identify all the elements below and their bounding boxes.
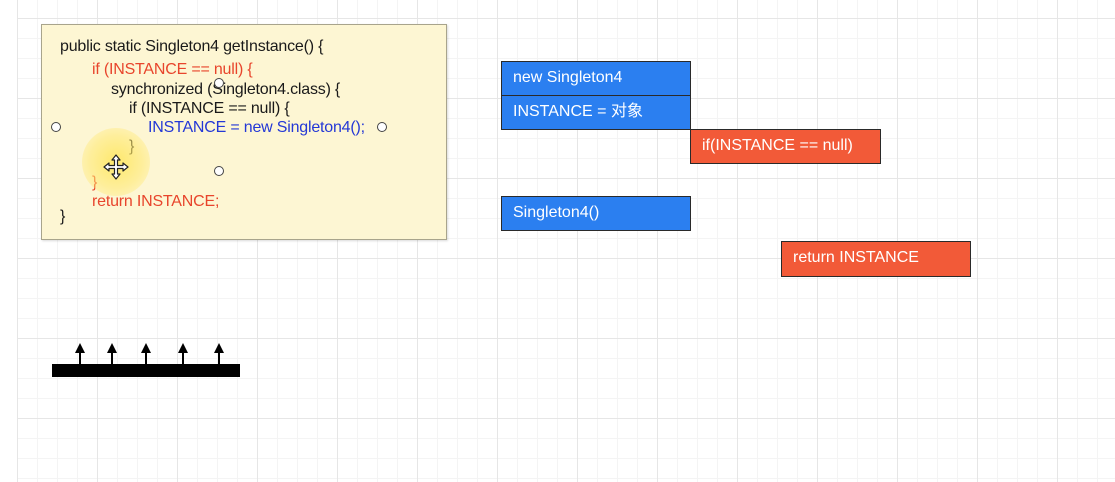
thread-base-bar — [52, 364, 240, 377]
arrow-up-icon — [214, 343, 224, 364]
resize-handle-left[interactable] — [51, 122, 61, 132]
canvas-left-margin — [0, 0, 17, 482]
assign-instance-box[interactable]: INSTANCE = 对象 — [501, 95, 691, 130]
code-line-inner-if: if (INSTANCE == null) { — [129, 100, 290, 117]
resize-handle-bottom[interactable] — [214, 166, 224, 176]
resize-handle-top[interactable] — [214, 78, 224, 88]
code-line-method-close-brace: } — [60, 208, 66, 225]
arrow-up-icon — [107, 343, 117, 364]
arrow-up-icon — [75, 343, 85, 364]
threads-diagram[interactable] — [52, 342, 242, 378]
constructor-box[interactable]: Singleton4() — [501, 196, 691, 231]
code-line-outer-if: if (INSTANCE == null) { — [92, 61, 253, 78]
code-line-assignment: INSTANCE = new Singleton4(); — [148, 119, 365, 136]
return-instance-box[interactable]: return INSTANCE — [781, 241, 971, 277]
move-cursor-icon — [103, 154, 129, 180]
null-check-box[interactable]: if(INSTANCE == null) — [690, 129, 881, 164]
new-singleton-box[interactable]: new Singleton4 — [501, 61, 691, 96]
resize-handle-right[interactable] — [377, 122, 387, 132]
arrow-up-icon — [141, 343, 151, 364]
code-line-method-signature: public static Singleton4 getInstance() { — [60, 38, 324, 55]
code-line-return: return INSTANCE; — [92, 193, 220, 210]
arrow-up-icon — [178, 343, 188, 364]
code-line-synchronized: synchronized (Singleton4.class) { — [111, 81, 341, 98]
